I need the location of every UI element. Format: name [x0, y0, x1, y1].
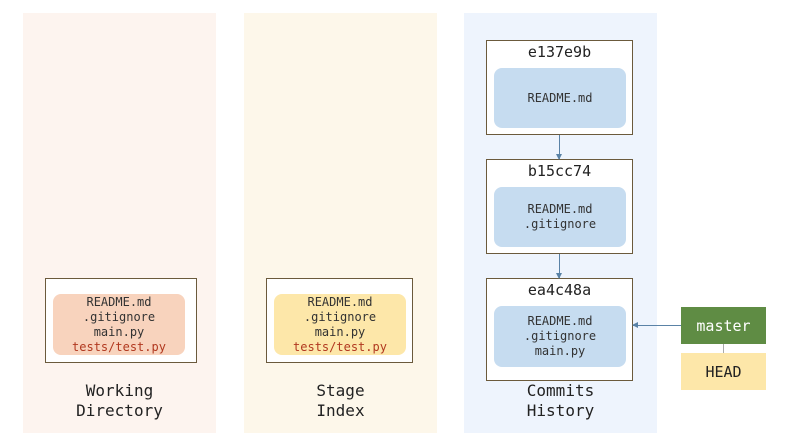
commits-history-column: e137e9b README.md b15cc74 README.md .git…	[464, 13, 657, 433]
working-directory-files: README.md .gitignore main.py tests/test.…	[53, 294, 185, 355]
file-item-new: tests/test.py	[293, 339, 387, 354]
working-directory-label: Working Directory	[76, 381, 163, 420]
file-item: .gitignore	[303, 309, 377, 324]
file-item: README.md	[527, 314, 593, 328]
commit-box: e137e9b README.md	[486, 40, 633, 135]
file-item: README.md	[527, 202, 593, 216]
stage-index-column: README.md .gitignore main.py tests/test.…	[244, 13, 437, 433]
working-directory-box: README.md .gitignore main.py tests/test.…	[45, 278, 197, 363]
file-item: .gitignore	[82, 309, 156, 324]
file-item-new: tests/test.py	[72, 339, 166, 354]
file-item: main.py	[534, 344, 586, 358]
parent-arrow	[556, 135, 562, 160]
branch-master-label: master	[681, 307, 766, 344]
commit-hash: b15cc74	[527, 162, 592, 180]
working-directory-column: README.md .gitignore main.py tests/test.…	[23, 13, 216, 433]
commit-files: README.md .gitignore main.py	[494, 306, 626, 367]
parent-arrow	[556, 254, 562, 279]
file-item: README.md	[527, 90, 593, 105]
commit-files: README.md .gitignore	[494, 187, 626, 247]
file-item: main.py	[93, 324, 145, 339]
commits-history-label: Commits History	[526, 381, 595, 420]
commit-hash: ea4c48a	[527, 281, 592, 299]
head-pointer-line	[723, 344, 724, 353]
file-item: .gitignore	[523, 329, 597, 343]
stage-index-box: README.md .gitignore main.py tests/test.…	[266, 278, 413, 363]
commit-box: b15cc74 README.md .gitignore	[486, 159, 633, 254]
file-item: main.py	[314, 324, 366, 339]
head-label: HEAD	[681, 353, 766, 390]
stage-index-files: README.md .gitignore main.py tests/test.…	[274, 294, 406, 355]
file-item: README.md	[86, 294, 152, 309]
file-item: README.md	[307, 294, 373, 309]
file-item: .gitignore	[523, 217, 597, 231]
branch-pointer-arrow	[632, 322, 681, 328]
commit-files: README.md	[494, 68, 626, 128]
commit-hash: e137e9b	[527, 43, 592, 61]
stage-index-label: Stage Index	[316, 381, 365, 420]
commit-box: ea4c48a README.md .gitignore main.py	[486, 278, 633, 381]
